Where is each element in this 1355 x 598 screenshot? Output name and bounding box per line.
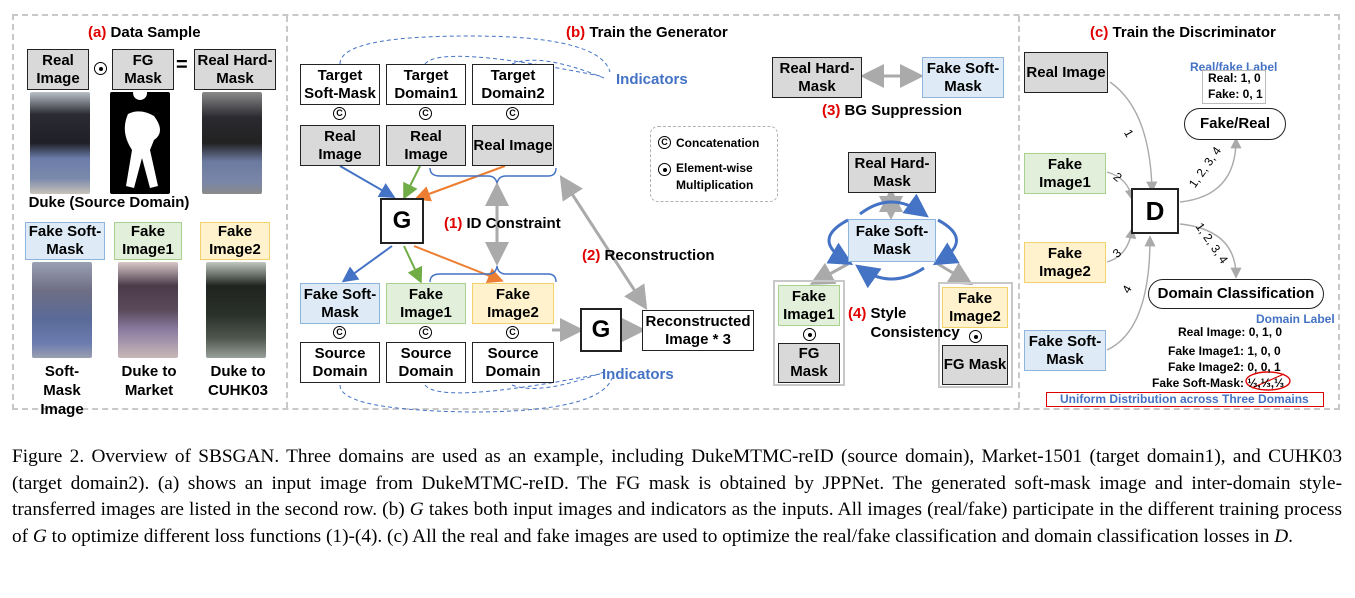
domain-label-title: Domain Label [1256,312,1335,326]
legend-concatenation: Concatenation [676,136,760,150]
concat-icon: C [333,326,346,339]
real-image-box: Real Image [27,49,89,90]
source-domain-box-b3: Source Domain [472,342,554,383]
fake-image1-box-c: Fake Image1 [1024,153,1106,194]
reconstruction-label: (2) Reconstruction [582,247,715,264]
real-image-box-b2: Real Image [386,125,466,166]
soft-mask-photo [32,262,92,358]
style-group-right [938,282,1013,388]
figure-frame [12,14,1340,410]
real-hard-mask-box-style: Real Hard-Mask [848,152,936,193]
real-hard-mask-box: Real Hard-Mask [194,49,276,90]
fake-image1-box-b: Fake Image1 [386,283,466,324]
generator-g-box-recon: G [580,308,622,352]
multiply-symbol-icon [94,62,107,75]
fake-soft-mask-box-style: Fake Soft-Mask [848,219,936,262]
concat-icon: C [506,107,519,120]
duke-to-market-caption: Duke to Market [121,363,177,399]
source-domain-label: Duke (Source Domain) [28,194,190,211]
uniform-distribution-note: Uniform Distribution across Three Domain… [1060,392,1309,406]
divider-a-b [286,16,288,408]
fake-soft-mask-box-c: Fake Soft-Mask [1024,330,1106,371]
target-domain2-box: Target Domain2 [472,64,554,105]
domain-label-fake2: Fake Image2: 0, 0, 1 [1168,360,1281,374]
fake-real-output: Fake/Real [1184,108,1286,140]
fake-image1-box-a: Fake Image1 [114,222,182,260]
reconstructed-image-box: Reconstructed Image * 3 [642,310,754,351]
panel-b-title: (b) Train the Generator [566,24,728,41]
fake-image2-box-b: Fake Image2 [472,283,554,324]
target-soft-mask-box: Target Soft-Mask [300,64,380,105]
real-image-photo [30,92,90,194]
style-consistency-label: (4) Style Consistency [848,305,960,341]
indicators-label-top: Indicators [616,71,688,88]
multiply-legend-icon [658,163,671,176]
fake-image1-box-style: Fake Image1 [778,285,840,326]
multiply-symbol-icon [969,330,982,343]
divider-b-c [1018,16,1020,408]
source-domain-box-b2: Source Domain [386,342,466,383]
real-hard-mask-box-b: Real Hard-Mask [772,57,862,98]
domain-label-real: Real Image: 0, 1, 0 [1178,325,1283,339]
fake-soft-mask-box-bg: Fake Soft-Mask [922,57,1004,98]
source-domain-box-b1: Source Domain [300,342,380,383]
real-image-box-b1: Real Image [300,125,380,166]
legend-multiplication: Element-wise Multiplication [676,161,754,192]
realfake-fake-value: Fake: 0, 1 [1208,87,1263,101]
fake-soft-mask-box-b: Fake Soft-Mask [300,283,380,324]
fake-image2-box-a: Fake Image2 [200,222,270,260]
panel-a-title: (a) Data Sample [88,24,201,41]
target-domain1-box: Target Domain1 [386,64,466,105]
fake-soft-mask-box-a: Fake Soft-Mask [25,222,105,260]
duke-to-cuhk-caption: Duke to CUHK03 [208,363,269,399]
domain-classification-output: Domain Classification [1148,279,1324,309]
fg-mask-box-left: FG Mask [778,343,840,383]
duke-to-market-photo [118,262,178,358]
domain-label-fake1: Fake Image1: 1, 0, 0 [1168,344,1281,358]
concat-legend-icon: C [658,136,671,149]
fake-image2-box-c: Fake Image2 [1024,242,1106,283]
fg-mask-box: FG Mask [112,49,174,90]
duke-to-cuhk03-photo [206,262,266,358]
concat-icon: C [506,326,519,339]
style-group-left [773,280,845,386]
generator-g-box: G [380,198,424,244]
domain-label-softmask: Fake Soft-Mask: ⅓,⅓,⅓ [1152,376,1285,390]
concat-icon: C [333,107,346,120]
figure-caption: Figure 2. Overview of SBSGAN. Three doma… [12,446,1342,547]
indicators-label-bottom: Indicators [602,366,674,383]
legend-box [650,126,778,202]
fake-image2-box-style: Fake Image2 [942,287,1008,328]
equals-sign: = [176,54,188,76]
bg-suppression-label: (3) BG Suppression [822,102,963,119]
real-image-box-c: Real Image [1024,52,1108,93]
realfake-label-box [1202,70,1266,104]
fg-mask-photo [110,92,170,194]
real-image-box-b3: Real Image [472,125,554,166]
soft-mask-caption: Soft-Mask Image [40,363,84,418]
discriminator-d-box: D [1131,188,1179,234]
multiply-symbol-icon [803,328,816,341]
hard-mask-photo [202,92,262,194]
fg-mask-box-right: FG Mask [942,345,1008,385]
panel-c-title: (c) Train the Discriminator [1090,24,1276,41]
uniform-box [1046,392,1324,407]
concat-icon: C [419,107,432,120]
realfake-real-value: Real: 1, 0 [1208,71,1261,85]
id-constraint-label: (1) ID Constraint [444,215,561,232]
concat-icon: C [419,326,432,339]
